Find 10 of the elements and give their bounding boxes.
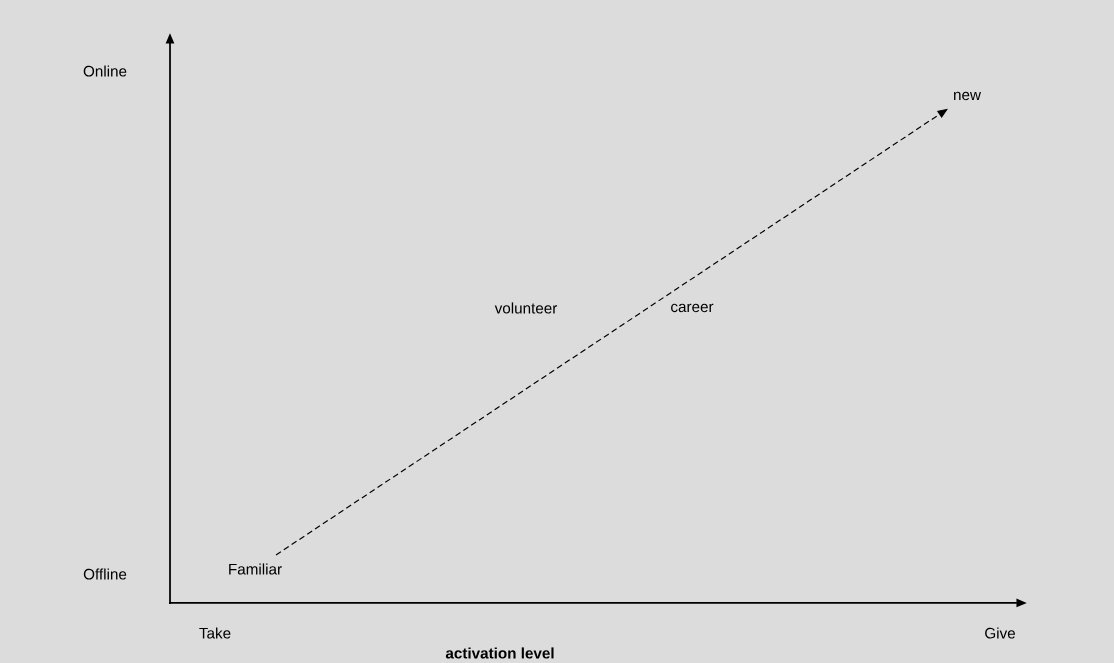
axis-label: Offline xyxy=(83,568,127,580)
axis-label: activation level xyxy=(445,647,554,659)
axis-label: Take xyxy=(199,627,231,639)
point-label: new xyxy=(954,91,981,101)
axis-label: Online xyxy=(83,65,127,77)
axis-label: career xyxy=(671,303,714,313)
axis-label: Give xyxy=(985,627,1015,639)
axis-label: volunteer xyxy=(494,302,558,314)
point-label: Familiar xyxy=(229,563,282,575)
dashed-arrow xyxy=(275,108,948,556)
